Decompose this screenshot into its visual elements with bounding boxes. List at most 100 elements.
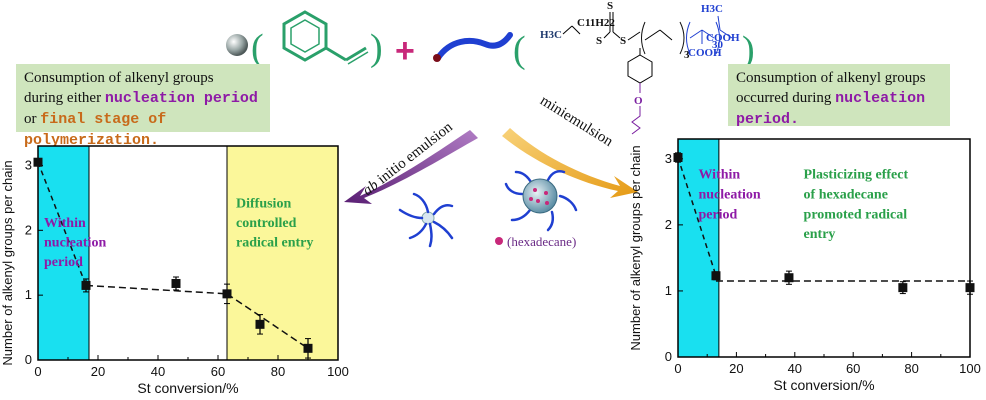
hexadecane-dot-icon (495, 237, 503, 245)
data-point (711, 271, 721, 281)
chain-end-dot-icon (433, 54, 441, 62)
o-label: O (634, 95, 643, 107)
right-note-line2-pre: occurred during (736, 90, 836, 106)
region-annotation: nucleation (698, 187, 760, 202)
left-note-line2-pre: during either (24, 90, 105, 106)
ab-initio-arrow (344, 130, 478, 204)
right-note-line2-hl: nucleation (835, 90, 926, 107)
paren-close-2: ) (742, 29, 755, 71)
right-note-line1: Consumption of alkenyl groups (736, 70, 926, 86)
region-annotation: Diffusion (236, 197, 291, 212)
monomer-ball-icon (226, 34, 248, 56)
data-point (673, 152, 683, 162)
left-note-line3-hl: final stage of polymerization. (24, 111, 167, 149)
micelle-icon (398, 192, 454, 248)
y-axis-label: Number of alkenyl groups per chain (0, 160, 15, 365)
paren-open-2: ( (513, 29, 526, 71)
shaded-region-0 (37, 145, 90, 361)
sub-3-label: 3 (684, 49, 690, 61)
miniemulsion-label: miniemulsion (537, 93, 616, 151)
shaded-region-1 (226, 145, 339, 361)
cooh-2-label: COOH (706, 32, 740, 44)
data-point (898, 283, 908, 293)
left-note-line1: Consumption of alkenyl groups (24, 70, 214, 86)
trend-line-final (226, 293, 309, 349)
region-annotation: Plasticizing effect (804, 168, 909, 183)
y-tick-label: 2 (25, 222, 32, 237)
paren-close-1: ) (370, 27, 383, 69)
x-tick-label: 40 (788, 361, 802, 376)
right-chart: 0 20 40 60 80 100 0 1 2 3 St conversion/% Number of… (628, 138, 981, 393)
data-point (965, 283, 975, 293)
right-note-line3-hl: period. (736, 111, 800, 128)
styrene-structure-icon (282, 10, 369, 65)
y-tick-label: 1 (665, 283, 672, 298)
left-note-line2-hl: nucleation period (104, 90, 258, 107)
x-axis-label: St conversion/% (137, 380, 238, 396)
y-axis-label: Number of alkenyl groups per chain (628, 145, 643, 350)
s-left-label: S (596, 35, 602, 47)
right-note-line3: period. (736, 109, 942, 130)
s-top-label: S (607, 0, 613, 12)
miniemulsion-arrow (502, 128, 638, 198)
x-tick-label: 60 (846, 361, 860, 376)
x-tick-label: 80 (271, 364, 285, 379)
paren-open-1: ( (251, 27, 264, 69)
data-point (222, 289, 232, 299)
h3c-right-label: H3C (701, 3, 723, 15)
x-tick-label: 20 (91, 364, 105, 379)
region-annotation: Within (698, 168, 740, 183)
y-tick-label: 2 (665, 217, 672, 232)
data-point (171, 278, 181, 288)
x-tick-label: 0 (674, 361, 681, 376)
h3c-left-label: H3C (540, 29, 562, 41)
right-note: Consumption of alkenyl groups occurred d… (728, 64, 950, 128)
data-point (33, 157, 43, 167)
x-tick-label: 0 (34, 364, 41, 379)
x-tick-label: 100 (327, 364, 349, 379)
trend-line-nucleation (37, 161, 87, 286)
x-tick-label: 100 (959, 361, 981, 376)
left-note-line3-pre: or (24, 111, 41, 127)
right-note-line2: occurred during nucleation (736, 88, 942, 109)
data-point (81, 280, 91, 290)
raft-chain-icon (435, 32, 513, 61)
x-axis-label: St conversion/% (773, 377, 874, 393)
ab-initio-label: ab initio emulsion (360, 119, 456, 199)
y-tick-label: 0 (665, 349, 672, 364)
region-annotation: radical entry (236, 236, 313, 251)
x-tick-label: 60 (211, 364, 225, 379)
y-tick-label: 3 (25, 157, 32, 172)
sub-30-label: 30 (712, 39, 724, 51)
c11h22-label: C11H22 (577, 17, 615, 29)
region-annotation: controlled (236, 216, 297, 231)
left-note-line3: or final stage of polymerization. (24, 109, 262, 151)
hexadecane-label: (hexadecane) (507, 234, 576, 249)
region-annotation: Within (44, 216, 86, 231)
cooh-1-label: COOH (688, 47, 722, 59)
plus-sign: + (395, 32, 415, 70)
droplet-icon (504, 170, 578, 232)
data-point (303, 343, 313, 353)
y-tick-label: 3 (665, 151, 672, 166)
region-annotation: entry (804, 227, 836, 242)
left-chart: 0 20 40 60 80 100 0 1 2 3 St conversion/% Number of… (0, 145, 349, 396)
x-tick-label: 40 (151, 364, 165, 379)
region-annotation: period (44, 255, 83, 270)
data-point (255, 319, 265, 329)
y-tick-label: 1 (25, 287, 32, 302)
region-annotation: of hexadecane (804, 187, 888, 202)
region-annotation: promoted radical (804, 207, 908, 222)
x-tick-label: 80 (904, 361, 918, 376)
x-tick-label: 20 (729, 361, 743, 376)
s-right-label: S (620, 35, 626, 47)
trend-line-nucleation (677, 157, 717, 276)
trend-line-plateau (85, 284, 228, 295)
left-note: Consumption of alkenyl groups during eit… (16, 64, 270, 149)
macro-raft-structure: H3C C11H22 S S S 3 COOH 30 H3C COOH O (540, 0, 740, 135)
region-annotation: nucleation (44, 236, 106, 251)
data-point (784, 273, 794, 283)
y-tick-label: 0 (25, 352, 32, 367)
left-note-line2: during either nucleation period (24, 88, 262, 109)
